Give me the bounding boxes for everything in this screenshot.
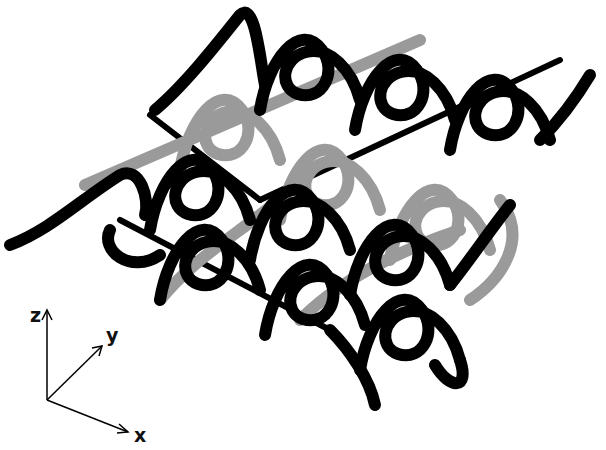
black-strands bbox=[10, 13, 590, 405]
axis-label: y bbox=[106, 326, 118, 345]
axes bbox=[42, 310, 128, 433]
axis-label: z bbox=[30, 306, 41, 325]
axis-label: x bbox=[134, 426, 146, 445]
